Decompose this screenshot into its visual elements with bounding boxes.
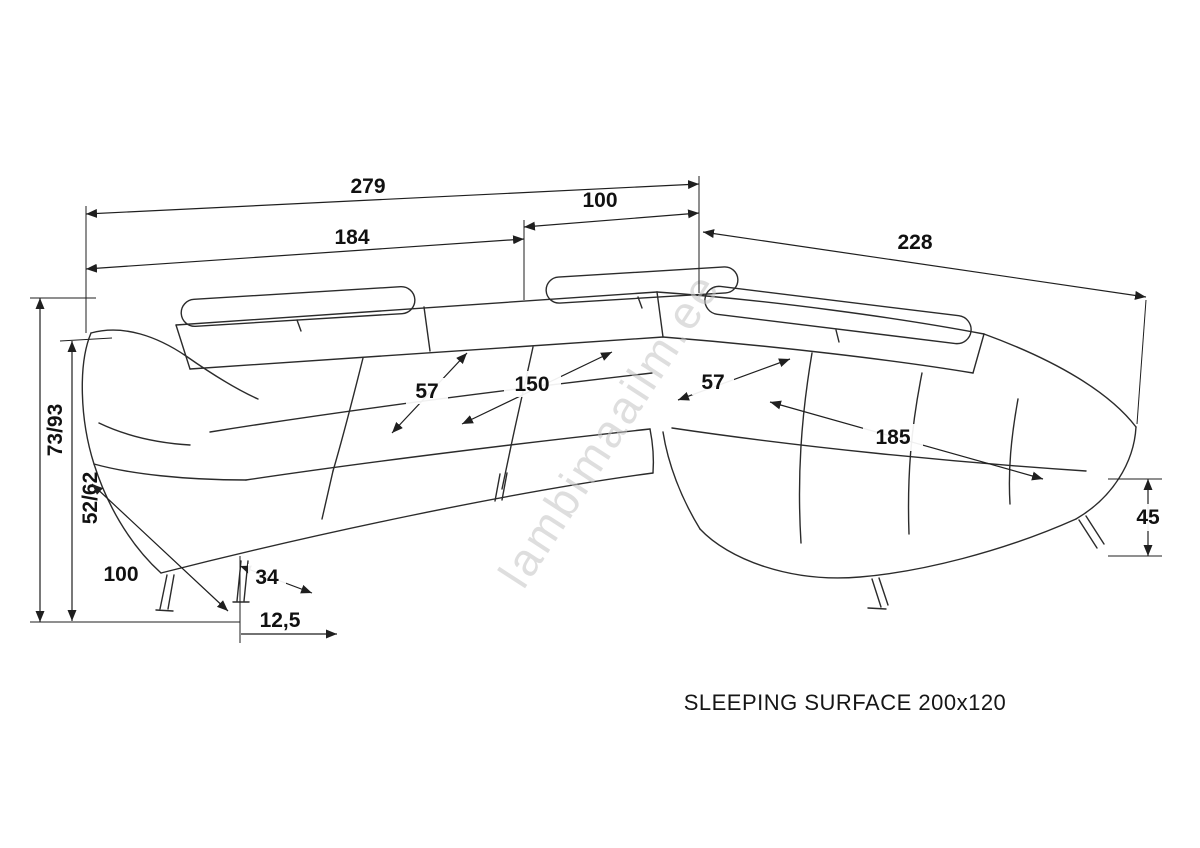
dim-seat-width-line xyxy=(85,235,525,273)
dim-seat-length-label: 150 xyxy=(514,373,549,396)
seat-face-seam-2 xyxy=(501,450,511,490)
dim-leg-height-label: 45 xyxy=(1136,506,1160,529)
ext-arm-height-top xyxy=(59,337,113,342)
dim-seat-depth-left-bg xyxy=(406,378,448,404)
dim-seat-length: 150 xyxy=(461,351,613,425)
dim-leg-height-bg xyxy=(1130,504,1167,531)
dim-leg-offset-small-label: 12,5 xyxy=(260,609,301,632)
seat-cushion-seam-1 xyxy=(332,357,364,472)
back-top-edge xyxy=(175,291,658,326)
dim-seat-width-label: 184 xyxy=(334,226,369,249)
dim-side-depth-line xyxy=(91,483,229,612)
armrest-lower-fold xyxy=(93,463,247,481)
right-back-bottom xyxy=(662,336,974,374)
chaise-left-edge xyxy=(662,431,701,530)
dim-chaise-length-bg xyxy=(863,424,923,451)
chaise-outer-edge xyxy=(983,333,1137,428)
dim-chaise-total: 228 xyxy=(702,229,1147,300)
dim-arm-height-label: 52/62 xyxy=(79,472,102,525)
dim-leg-offset-small: 12,5 xyxy=(241,609,337,639)
dim-chaise-total-label: 228 xyxy=(897,231,932,254)
back-seam xyxy=(423,306,431,352)
dimensions: 279 100 184 228 73/93 52/62 100 xyxy=(35,175,1167,639)
dim-seat-width: 184 xyxy=(85,226,525,273)
dim-back-height-label: 73/93 xyxy=(44,404,67,457)
dim-seat-depth-left: 57 xyxy=(391,352,468,434)
dim-total-width-label: 279 xyxy=(350,175,385,198)
chaise-tip-edge xyxy=(1075,426,1137,520)
dim-chaise-total-line xyxy=(702,229,1147,300)
dim-arm-height: 52/62 xyxy=(67,341,102,621)
dim-leg-offset-label: 34 xyxy=(255,566,279,589)
armrest-top xyxy=(90,329,259,400)
dim-total-width-line xyxy=(85,180,700,218)
chaise-seam-2 xyxy=(907,372,923,535)
right-back-edge xyxy=(972,333,985,374)
dim-leg-offset: 34 xyxy=(239,564,313,594)
dim-seat-depth-corner: 57 xyxy=(677,358,791,401)
sleeping-surface-caption: SLEEPING SURFACE 200x120 xyxy=(684,690,1007,715)
leg-front-2 xyxy=(232,560,250,603)
extension-lines xyxy=(30,176,1162,643)
seat-corner-edge xyxy=(649,428,655,474)
dim-total-width: 279 xyxy=(85,175,700,218)
dim-chaise-length: 185 xyxy=(769,400,1044,481)
dim-corner-width: 100 xyxy=(523,189,700,231)
dim-seat-depth-corner-label: 57 xyxy=(701,371,724,394)
seat-front-top-edge xyxy=(245,428,651,481)
dim-leg-height: 45 xyxy=(1130,479,1167,556)
armrest-inner-fold xyxy=(98,422,191,446)
dim-leg-offset-bg xyxy=(248,564,286,589)
headrest-left-support xyxy=(296,319,302,332)
leg-center xyxy=(494,472,508,502)
dim-seat-length-bg xyxy=(504,371,561,397)
headrest-right-support xyxy=(835,329,840,343)
back-right-edge xyxy=(656,291,664,338)
headrest-middle-support xyxy=(637,296,643,309)
ext-chaise-end xyxy=(1136,299,1147,425)
watermark: lambimaailm.ee xyxy=(488,263,730,597)
leg-chaise-1 xyxy=(867,577,889,610)
dim-corner-width-line xyxy=(523,209,700,231)
leg-front-1 xyxy=(155,574,175,612)
dim-corner-width-label: 100 xyxy=(582,189,617,212)
chaise-seam-1 xyxy=(798,352,813,544)
seat-face-seam-1 xyxy=(321,470,334,520)
right-back-top xyxy=(656,291,985,335)
dim-side-depth-label: 100 xyxy=(103,563,138,586)
leg-chaise-2 xyxy=(1078,515,1105,549)
dim-chaise-length-label: 185 xyxy=(875,426,910,449)
dim-seat-depth-left-label: 57 xyxy=(415,380,438,403)
back-left-edge xyxy=(175,324,191,370)
chaise-seam-3 xyxy=(1008,398,1019,505)
dim-side-depth: 100 xyxy=(91,483,229,612)
headrest-left xyxy=(180,285,416,328)
dim-back-height: 73/93 xyxy=(35,298,67,622)
back-bottom-edge xyxy=(189,336,664,370)
chaise-front-edge xyxy=(699,518,1077,579)
dim-seat-depth-corner-bg xyxy=(692,369,734,395)
